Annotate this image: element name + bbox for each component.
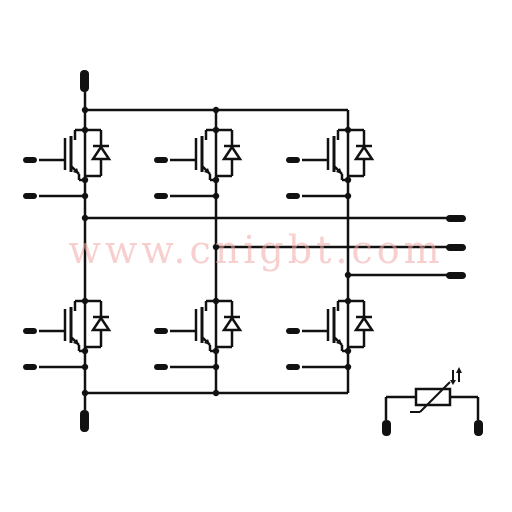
dc-minus-terminal — [80, 410, 89, 432]
phase-w-terminal — [446, 272, 466, 279]
igbt-lower-phase-u — [21, 283, 111, 379]
dc-plus-terminal — [80, 70, 89, 92]
igbt-lower-phase-w — [284, 283, 374, 379]
igbt-upper-phase-u — [21, 112, 111, 208]
igbt-lower-phase-v — [152, 283, 242, 379]
thermistor-icon — [382, 367, 483, 436]
igbt-upper-phase-w — [284, 112, 374, 208]
igbt-upper-phase-v — [152, 112, 242, 208]
phase-v-terminal — [446, 244, 466, 251]
phase-u-terminal — [446, 215, 466, 222]
